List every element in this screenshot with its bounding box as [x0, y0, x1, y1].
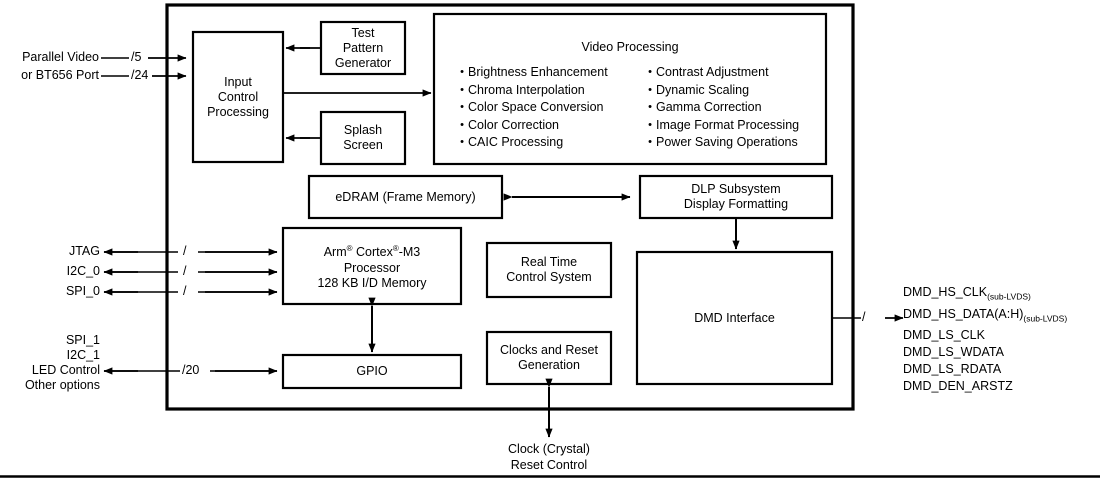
- port-label-parallel-video-line2: or BT656 Port: [21, 68, 99, 82]
- port-label-i2c-1: I2C_1: [66, 348, 100, 362]
- bullet-icon: •: [648, 118, 652, 131]
- block-test-pattern: [319, 20, 407, 76]
- block-video-processing: [432, 12, 828, 166]
- bus-width-parallel-video-1: /5: [131, 50, 142, 64]
- bullet-icon: •: [648, 66, 652, 78]
- right-port-signal-list: DMD_HS_CLK(sub-LVDS)DMD_HS_DATA(A:H)(sub…: [903, 284, 1067, 395]
- port-label-i2c-0: I2C_0: [66, 264, 100, 278]
- block-dmd-interface: [635, 250, 834, 386]
- video-processing-title: Video Processing: [581, 40, 679, 54]
- bullet-icon: •: [460, 83, 464, 96]
- bus-width-parallel-video-2: /24: [131, 68, 149, 82]
- right-port-signal: DMD_LS_CLK: [903, 327, 1067, 344]
- video-processing-bullet: • Dynamic Scaling: [644, 82, 799, 100]
- bus-width-i2c-0: /: [183, 264, 187, 278]
- bullet-icon: •: [460, 136, 464, 148]
- right-port-signal: DMD_LS_RDATA: [903, 361, 1067, 378]
- block-real-time-control: [485, 241, 613, 299]
- video-processing-bullet-label: Color Correction: [468, 117, 560, 132]
- video-processing-bullet: • Gamma Correction: [644, 99, 799, 117]
- video-processing-bullet-label: Gamma Correction: [656, 100, 762, 114]
- port-label-spi-1: SPI_1: [65, 333, 100, 347]
- port-label-spi-0: SPI_0: [65, 284, 100, 298]
- right-port-signal: DMD_HS_CLK(sub-LVDS): [903, 284, 1067, 306]
- right-port-signal-suffix: (sub-LVDS): [987, 291, 1031, 302]
- video-processing-bullet-label: CAIC Processing: [468, 135, 564, 149]
- port-label-parallel-video-line1: Parallel Video: [22, 50, 99, 64]
- video-processing-bullet: • Power Saving Operations: [644, 134, 799, 152]
- video-processing-bullet-label: Dynamic Scaling: [656, 82, 750, 97]
- video-processing-bullet-label: Brightness Enhancement: [468, 65, 608, 79]
- bullet-icon: •: [460, 101, 464, 113]
- right-port-signal-name: DMD_LS_CLK: [903, 328, 985, 342]
- bus-width-jtag: /: [183, 244, 187, 258]
- video-processing-bullet: • Color Space Conversion: [456, 99, 608, 117]
- right-port-signal-name: DMD_DEN_ARSTZ: [903, 379, 1013, 393]
- right-port-signal-name: DMD_LS_WDATA: [903, 345, 1004, 359]
- bullet-icon: •: [460, 118, 464, 131]
- block-edram: [307, 174, 504, 220]
- bus-width-spi-0: /: [183, 284, 187, 298]
- block-label-video-processing: Video Processing • Brightness Enhancement…: [434, 14, 826, 164]
- port-label-clock-crystal: Clock (Crystal): [508, 442, 590, 456]
- video-processing-bullet-label: Image Format Processing: [656, 117, 800, 132]
- port-label-reset-control: Reset Control: [510, 458, 588, 472]
- video-processing-bullet: • Brightness Enhancement: [456, 64, 608, 82]
- port-label-jtag: JTAG: [68, 244, 100, 258]
- video-processing-bullets-left: • Brightness Enhancement • Chroma Interpola…: [456, 64, 608, 152]
- bullet-icon: •: [648, 101, 652, 113]
- bullet-icon: •: [648, 83, 652, 96]
- bullet-icon: •: [460, 66, 464, 78]
- block-gpio: [281, 353, 463, 390]
- right-port-signal: DMD_DEN_ARSTZ: [903, 378, 1067, 395]
- video-processing-bullet-label: Power Saving Operations: [656, 135, 798, 149]
- bullet-icon: •: [648, 136, 652, 148]
- port-label-led-control: LED Control: [31, 363, 100, 377]
- right-port-signal-name: DMD_HS_DATA(A:H): [903, 306, 1024, 321]
- port-label-other-options: Other options: [24, 378, 100, 392]
- right-port-signal-name: DMD_LS_RDATA: [903, 362, 1002, 376]
- block-splash-screen: [319, 110, 407, 166]
- block-input-control: [191, 30, 285, 164]
- right-port-signal-name: DMD_HS_CLK: [903, 285, 988, 299]
- video-processing-bullet: • Contrast Adjustment: [644, 64, 799, 82]
- video-processing-bullet: • Color Correction: [456, 117, 608, 135]
- video-processing-bullet-label: Contrast Adjustment: [656, 65, 769, 79]
- video-processing-bullet-label: Chroma Interpolation: [468, 82, 585, 97]
- video-processing-bullet: • CAIC Processing: [456, 134, 608, 152]
- video-processing-bullet: • Chroma Interpolation: [456, 82, 608, 100]
- right-port-signal: DMD_LS_WDATA: [903, 344, 1067, 361]
- right-port-signal-suffix: (sub-LVDS): [1023, 313, 1068, 323]
- bus-width-gpio: /20: [182, 363, 200, 377]
- right-port-signal: DMD_HS_DATA(A:H)(sub-LVDS): [903, 306, 1067, 328]
- video-processing-bullet-label: Color Space Conversion: [468, 100, 604, 114]
- video-processing-bullet: • Image Format Processing: [644, 117, 799, 135]
- bus-width-dmd: /: [862, 310, 866, 324]
- block-processor: [281, 226, 463, 306]
- block-dlp-subsystem: [638, 174, 834, 220]
- chip-boundary: [165, 3, 855, 411]
- video-processing-bullets-right: • Contrast Adjustment • Dynamic Scaling • Gam…: [644, 64, 799, 152]
- block-clocks-reset: [485, 330, 613, 386]
